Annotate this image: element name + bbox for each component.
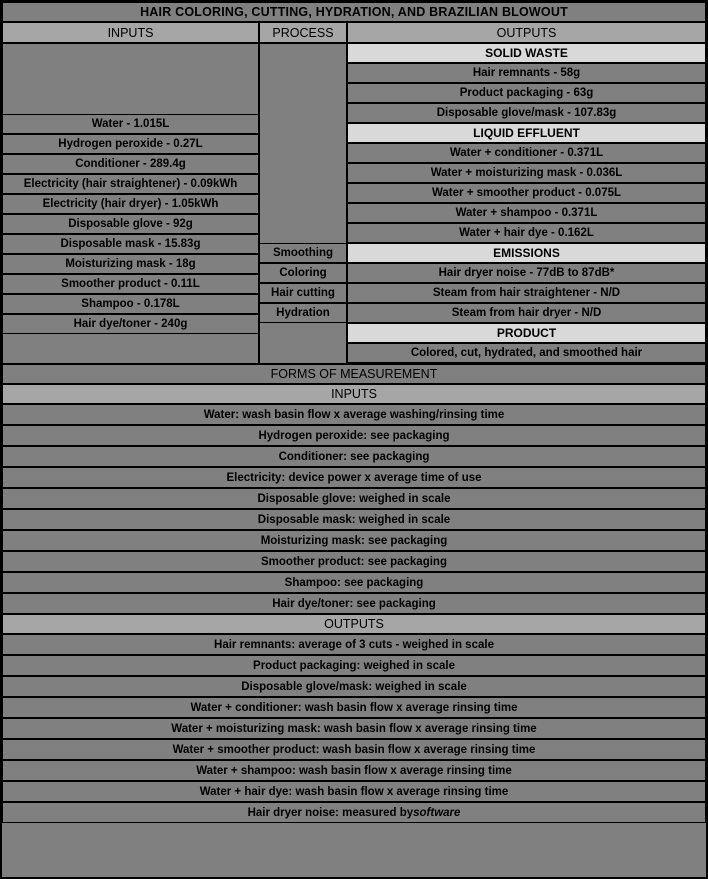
process-column: Smoothing Coloring Hair cutting Hydratio…: [259, 43, 347, 364]
fom-input-row: Disposable mask: weighed in scale: [2, 509, 706, 530]
input-item: Electricity (hair dryer) - 1.05kWh: [2, 194, 259, 214]
column-header-row: INPUTS PROCESS OUTPUTS: [2, 22, 706, 43]
output-item: Water + conditioner - 0.371L: [347, 143, 706, 163]
input-item: Disposable mask - 15.83g: [2, 234, 259, 254]
process-item: Hair cutting: [259, 283, 347, 303]
fom-input-row: Water: wash basin flow x average washing…: [2, 404, 706, 425]
inputs-column: Water - 1.015L Hydrogen peroxide - 0.27L…: [2, 43, 259, 364]
forms-of-measurement-title: FORMS OF MEASUREMENT: [2, 364, 706, 384]
process-item: Smoothing: [259, 243, 347, 263]
column-header-process: PROCESS: [259, 22, 347, 43]
output-item: Colored, cut, hydrated, and smoothed hai…: [347, 343, 706, 363]
input-item: Disposable glove - 92g: [2, 214, 259, 234]
output-item: Disposable glove/mask - 107.83g: [347, 103, 706, 123]
output-item: Hair dryer noise - 77dB to 87dB*: [347, 263, 706, 283]
input-item: Hair dye/toner - 240g: [2, 314, 259, 334]
output-item: Steam from hair dryer - N/D: [347, 303, 706, 323]
table-title: HAIR COLORING, CUTTING, HYDRATION, AND B…: [2, 2, 706, 22]
section-header-liquid-effluent: LIQUID EFFLUENT: [347, 123, 706, 143]
output-item: Steam from hair straightener - N/D: [347, 283, 706, 303]
section-header-emissions: EMISSIONS: [347, 243, 706, 263]
fom-input-row: Conditioner: see packaging: [2, 446, 706, 467]
input-item: Smoother product - 0.11L: [2, 274, 259, 294]
fom-input-row: Disposable glove: weighed in scale: [2, 488, 706, 509]
fom-output-row: Water + moisturizing mask: wash basin fl…: [2, 718, 706, 739]
process-spacer-bottom: [259, 323, 347, 364]
fom-output-row: Hair remnants: average of 3 cuts - weigh…: [2, 634, 706, 655]
fom-noise-software: software: [413, 806, 461, 819]
fom-section-header-inputs: INPUTS: [2, 384, 706, 404]
input-item: Conditioner - 289.4g: [2, 154, 259, 174]
fom-output-row: Water + conditioner: wash basin flow x a…: [2, 697, 706, 718]
fom-output-row: Water + hair dye: wash basin flow x aver…: [2, 781, 706, 802]
fom-input-row: Hydrogen peroxide: see packaging: [2, 425, 706, 446]
input-item: Electricity (hair straightener) - 0.09kW…: [2, 174, 259, 194]
input-item: Shampoo - 0.178L: [2, 294, 259, 314]
process-item: Coloring: [259, 263, 347, 283]
input-item: Moisturizing mask - 18g: [2, 254, 259, 274]
fom-output-row: Product packaging: weighed in scale: [2, 655, 706, 676]
outputs-spacer-bottom: [347, 363, 706, 364]
output-item: Water + smoother product - 0.075L: [347, 183, 706, 203]
inputs-spacer-top: [2, 43, 259, 114]
fom-input-row: Smoother product: see packaging: [2, 551, 706, 572]
fom-output-row: Water + smoother product: wash basin flo…: [2, 739, 706, 760]
upper-body: Water - 1.015L Hydrogen peroxide - 0.27L…: [2, 43, 706, 364]
input-item: Hydrogen peroxide - 0.27L: [2, 134, 259, 154]
column-header-outputs: OUTPUTS: [347, 22, 706, 43]
fom-noise-text: Hair dryer noise: measured by: [247, 806, 414, 819]
fom-input-row: Shampoo: see packaging: [2, 572, 706, 593]
output-item: Water + shampoo - 0.371L: [347, 203, 706, 223]
fom-output-row: Disposable glove/mask: weighed in scale: [2, 676, 706, 697]
fom-output-row: Water + shampoo: wash basin flow x avera…: [2, 760, 706, 781]
output-item: Hair remnants - 58g: [347, 63, 706, 83]
section-header-product: PRODUCT: [347, 323, 706, 343]
output-item: Water + moisturizing mask - 0.036L: [347, 163, 706, 183]
section-header-solid-waste: SOLID WASTE: [347, 43, 706, 63]
output-item: Water + hair dye - 0.162L: [347, 223, 706, 243]
fom-section-header-outputs: OUTPUTS: [2, 614, 706, 634]
column-header-inputs: INPUTS: [2, 22, 259, 43]
fom-input-row: Electricity: device power x average time…: [2, 467, 706, 488]
fom-input-row: Hair dye/toner: see packaging: [2, 593, 706, 614]
inputs-spacer-bottom: [2, 334, 259, 364]
output-item: Product packaging - 63g: [347, 83, 706, 103]
outputs-column: SOLID WASTE Hair remnants - 58g Product …: [347, 43, 706, 364]
process-spacer-top: [259, 43, 347, 243]
input-item: Water - 1.015L: [2, 114, 259, 134]
process-item: Hydration: [259, 303, 347, 323]
fom-input-row: Moisturizing mask: see packaging: [2, 530, 706, 551]
fom-output-row-noise: Hair dryer noise: measured by software: [2, 802, 706, 823]
